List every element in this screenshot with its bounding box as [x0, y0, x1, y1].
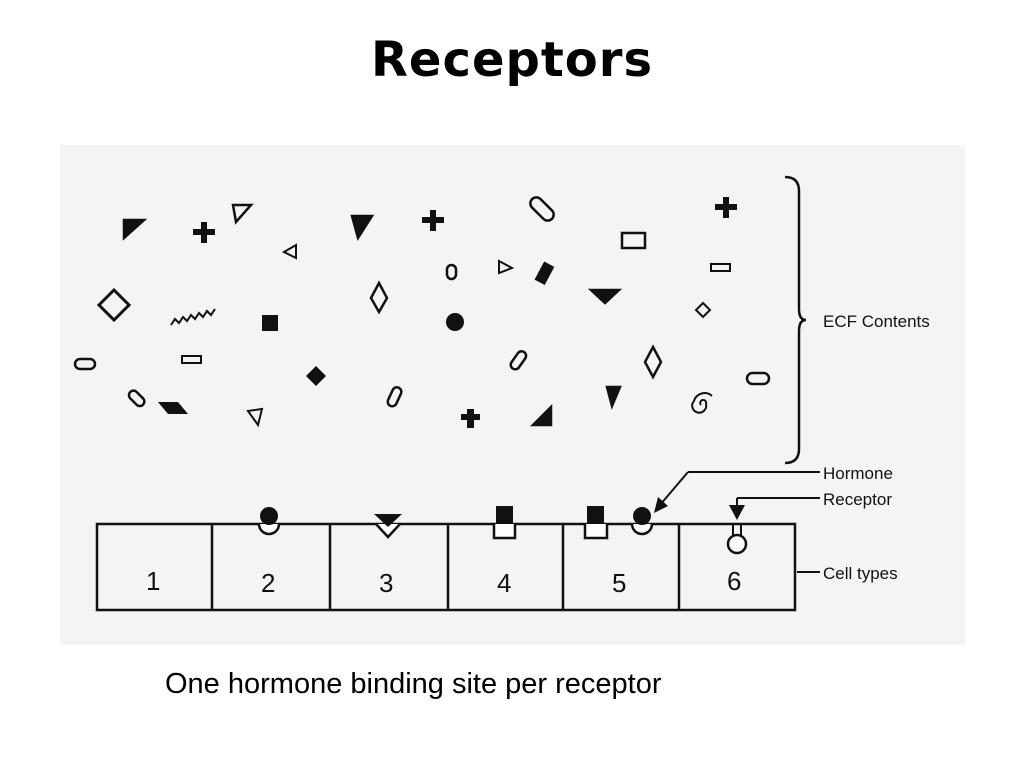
receptor-round-cell-2 [257, 523, 281, 536]
ecf-molecule-cross [193, 222, 215, 243]
hormone-label: Hormone [823, 464, 893, 483]
receptor-square-cell-5 [583, 524, 609, 540]
ecf-contents-label: ECF Contents [823, 312, 930, 331]
ecf-molecule-triangle [122, 218, 148, 241]
ecf-molecule-triangle [350, 214, 375, 242]
ecf-molecule-parallelogram [158, 402, 188, 414]
cell-types-label: Cell types [823, 564, 898, 583]
cell-number: 2 [261, 568, 275, 598]
ecf-molecule-bar [534, 261, 555, 285]
ecf-molecule-dot [446, 313, 464, 331]
hormone-circle-cell-5 [633, 507, 651, 525]
ecf-molecule-triangle [529, 403, 553, 427]
ecf-brace [784, 175, 807, 465]
ecf-molecule-triangle-outline [498, 259, 515, 275]
ecf-molecule-capsule [73, 357, 97, 371]
ecf-molecule-cross [715, 197, 737, 218]
ecf-molecule-triangle-outline [231, 203, 254, 225]
ecf-molecule-diamond-thin [369, 280, 389, 315]
hormone-square-cell-5 [587, 506, 604, 523]
slide-title: Receptors [370, 32, 654, 88]
ecf-molecule-capsule [529, 196, 555, 222]
cell-number: 4 [497, 568, 511, 598]
caption: One hormone binding site per receptor [165, 668, 662, 700]
hormone-triangle-cell-6 [729, 505, 745, 520]
ecf-molecule-triangle-down [587, 288, 623, 305]
diagram-canvas: ECF Contents Hormone Receptor Cell types… [73, 175, 930, 612]
receptor-label: Receptor [823, 490, 892, 509]
hormone-circle-cell-2 [260, 507, 278, 525]
receptor-diagram: ECF Contents Hormone Receptor Cell types… [60, 145, 965, 645]
ecf-molecule-rect-small [710, 263, 731, 272]
receptor-square-cell-4 [492, 524, 517, 540]
ecf-molecule-capsule [745, 371, 771, 386]
receptor-v-cell-3 [375, 523, 401, 539]
cell-number: 5 [612, 568, 626, 598]
ecf-molecule-diamond [96, 287, 132, 323]
ecf-molecule-oval [445, 263, 458, 281]
hormone-pointer-arrowhead [654, 497, 668, 513]
cell-number: 1 [146, 566, 160, 596]
hormone-square-cell-4 [496, 506, 513, 523]
ecf-molecule-diamond [306, 366, 326, 386]
receptor-stalk-cell-6 [732, 524, 742, 536]
ecf-molecule-cross [461, 409, 480, 428]
ecf-molecule-diamond-small [694, 301, 712, 319]
hormone-triangle-cell-3 [374, 514, 402, 527]
ecf-molecule-triangle-outline [246, 407, 264, 428]
ecf-molecule-triangle-small [605, 385, 622, 410]
ecf-molecule-square [262, 315, 278, 331]
cell-number: 3 [379, 568, 393, 598]
receptor-ball-cell-6 [726, 533, 748, 555]
ecf-molecule-rect [620, 231, 647, 250]
ecf-molecule-triangle-outline [281, 243, 297, 260]
ecf-molecule-spiral [691, 392, 713, 414]
receptor-round-cell-5 [630, 523, 654, 536]
ecf-molecule-zigzag [170, 308, 216, 326]
ecf-molecule-diamond-thin [643, 344, 663, 380]
ecf-molecule-rect-small [181, 355, 202, 364]
cell-row-outline [95, 522, 797, 612]
ecf-molecule-capsule-slanted [386, 386, 403, 408]
ecf-molecule-oval-slanted [509, 350, 528, 371]
cell-number: 6 [727, 566, 741, 596]
hormone-pointer-line [659, 471, 689, 506]
ecf-molecule-capsule [127, 389, 146, 408]
ecf-molecule-cross [422, 210, 444, 231]
